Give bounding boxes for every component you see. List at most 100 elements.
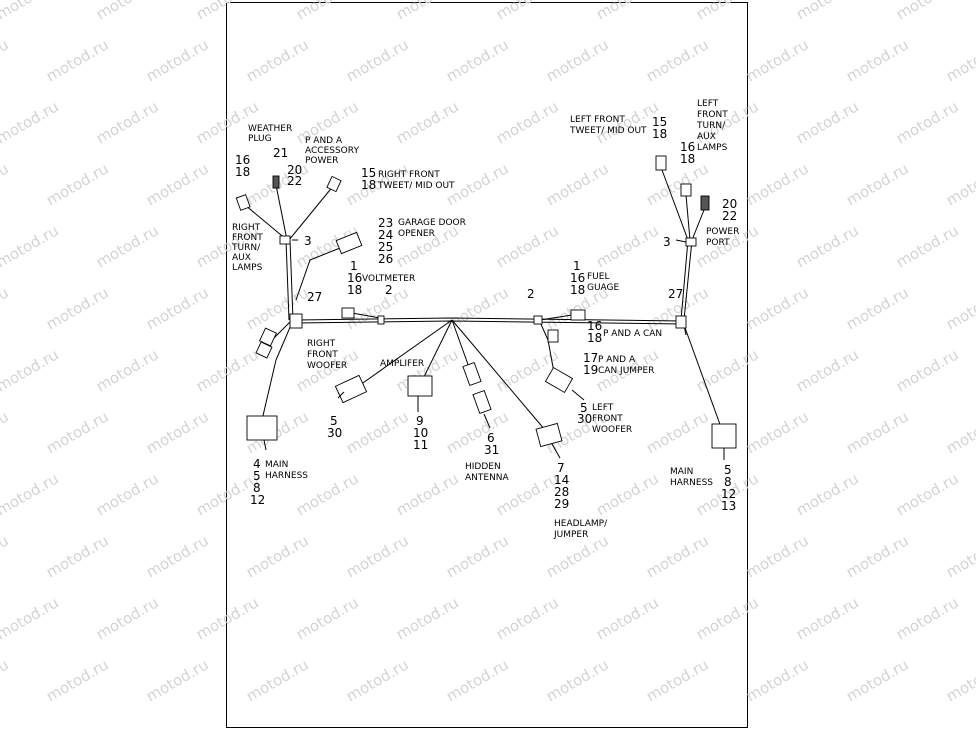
watermark-text: motod.ru [593, 221, 662, 271]
watermark-text: motod.ru [593, 593, 662, 643]
watermark-text: motod.ru [543, 655, 612, 705]
watermark-text: motod.ru [643, 407, 712, 457]
watermark-text: motod.ru [443, 531, 512, 581]
watermark-text: motod.ru [593, 0, 662, 23]
watermark-text: motod.ru [0, 593, 62, 643]
watermark-text: motod.ru [0, 407, 12, 457]
watermark-text: motod.ru [843, 531, 912, 581]
splice-2-left-number: 2 [385, 283, 393, 297]
watermark-text: motod.ru [443, 655, 512, 705]
page-frame [226, 2, 748, 728]
splice-27-left-shape [289, 313, 303, 329]
watermark-text: motod.ru [643, 531, 712, 581]
watermark-text: motod.ru [843, 35, 912, 85]
watermark-text: motod.ru [693, 345, 762, 395]
watermark-text: motod.ru [143, 35, 212, 85]
watermark-text: motod.ru [0, 531, 12, 581]
amplifier-label: AMPLIFER [380, 359, 424, 369]
watermark-text: motod.ru [343, 531, 412, 581]
harness-wires [244, 169, 723, 431]
watermark-text: motod.ru [743, 655, 812, 705]
watermark-text: motod.ru [443, 35, 512, 85]
watermark-text: motod.ru [93, 97, 162, 147]
main-harness-right-connector [711, 423, 737, 449]
watermark-text: motod.ru [793, 221, 862, 271]
watermark-text: motod.ru [0, 283, 12, 333]
right-front-woofer-connector [259, 327, 277, 347]
watermark-text: motod.ru [843, 655, 912, 705]
watermark-text: motod.ru [0, 655, 12, 705]
headlamp-connector [535, 422, 563, 448]
watermark-text: motod.ru [0, 221, 62, 271]
p-and-a-can-connector [547, 329, 559, 343]
watermark-text: motod.ru [943, 35, 976, 85]
watermark-text: motod.ru [943, 655, 976, 705]
watermark-text: motod.ru [743, 35, 812, 85]
watermark-text: motod.ru [943, 407, 976, 457]
watermark-layer: motod.ru motod.ru motod.ru motod.ru motod.ru… [0, 0, 976, 705]
watermark-text: motod.ru [343, 655, 412, 705]
hidden-antenna-connector [462, 361, 482, 387]
watermark-text: motod.ru [393, 469, 462, 519]
voltmeter-connector [341, 307, 355, 319]
splice-2-right-number: 2 [527, 287, 535, 301]
headlamp-label: HEADLAMP/JUMPER [553, 519, 608, 540]
leader-lines [263, 239, 725, 460]
watermark-text: motod.ru [43, 159, 112, 209]
watermark-text: motod.ru [893, 0, 962, 23]
splice-3-right-number: 3 [663, 235, 671, 249]
watermark-text: motod.ru [743, 407, 812, 457]
watermark-text: motod.ru [0, 469, 62, 519]
watermark-text: motod.ru [843, 407, 912, 457]
splice-2-left-shape [377, 315, 385, 325]
watermark-text: motod.ru [43, 35, 112, 85]
watermark-text: motod.ru [43, 655, 112, 705]
watermark-text: motod.ru [493, 0, 562, 23]
weather-plug-number: 21 [273, 146, 288, 160]
watermark-text: motod.ru [143, 283, 212, 333]
watermark-text: motod.ru [193, 345, 262, 395]
watermark-text: motod.ru [93, 593, 162, 643]
watermark-text: motod.ru [943, 531, 976, 581]
watermark-text: motod.ru [193, 593, 262, 643]
watermark-text: motod.ru [343, 35, 412, 85]
left-front-woofer-connector [544, 366, 574, 394]
watermark-text: motod.ru [493, 221, 562, 271]
watermark-text: motod.ru [293, 0, 362, 23]
watermark-text: motod.ru [243, 531, 312, 581]
main-harness-left-connector [246, 415, 278, 441]
watermark-text: motod.ru [893, 221, 962, 271]
watermark-text: motod.ru [793, 593, 862, 643]
watermark-text: motod.ru [543, 159, 612, 209]
left-front-tweet-connector [655, 155, 667, 171]
watermark-text: motod.ru [893, 97, 962, 147]
watermark-text: motod.ru [943, 159, 976, 209]
watermark-text: motod.ru [93, 345, 162, 395]
watermark-text: motod.ru [93, 469, 162, 519]
watermark-text: motod.ru [793, 97, 862, 147]
voltmeter-label: VOLTMETER [362, 274, 415, 284]
watermark-text: motod.ru [743, 531, 812, 581]
watermark-text: motod.ru [443, 283, 512, 333]
